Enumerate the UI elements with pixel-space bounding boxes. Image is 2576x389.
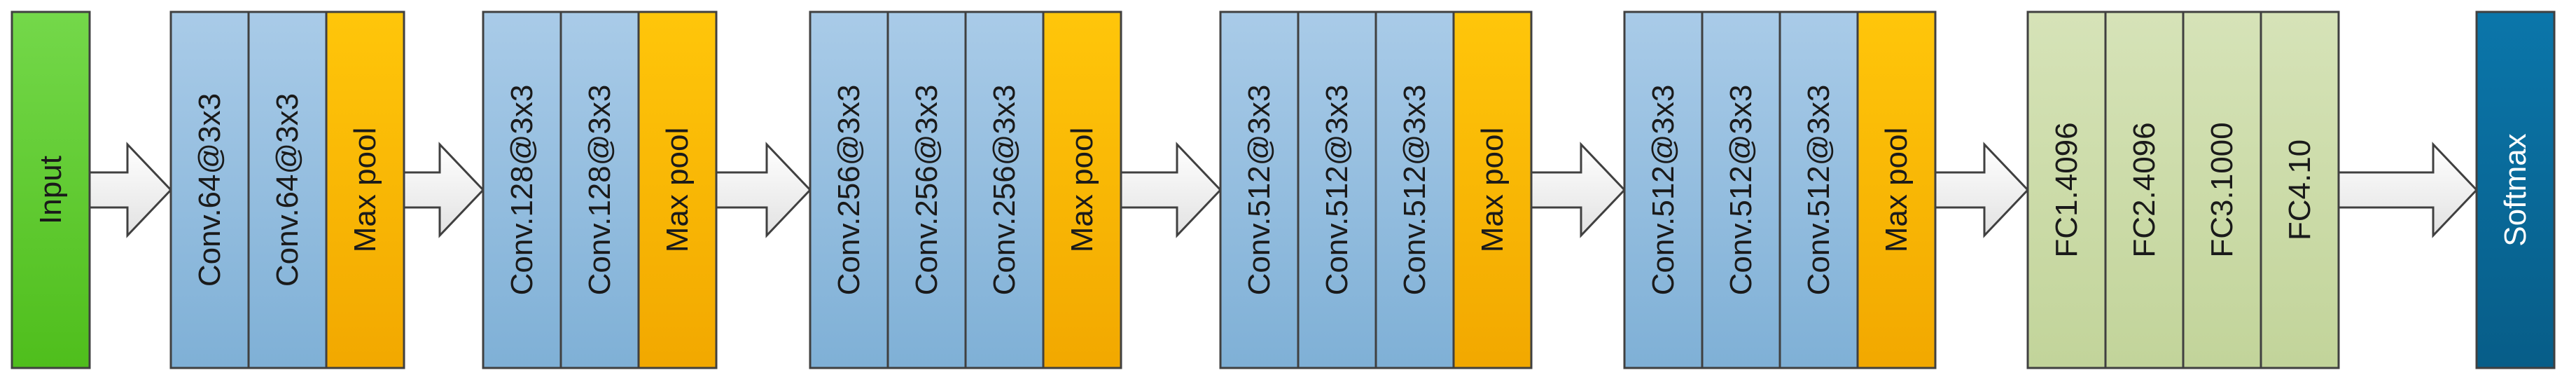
conv-layer-label: Conv.512@3x3 [1242,85,1276,296]
flow-arrow-icon [1934,142,2030,238]
conv-layer-box [247,11,328,369]
input-layer-box [11,11,91,369]
fc-layer-box [2182,11,2262,369]
flow-arrow-icon [715,142,812,238]
pool-layer-box [1856,11,1937,369]
flow-arrow-icon [403,142,485,238]
conv-layer-label: Conv.256@3x3 [832,85,866,296]
pool-layer-box [1042,11,1122,369]
fc-layer-box [2260,11,2340,369]
softmax-layer-label: Softmax [2498,133,2533,246]
pool-layer-label: Max pool [1475,128,1510,253]
flow-arrow-icon [2337,142,2479,238]
conv-layer-label: Conv.64@3x3 [270,93,305,287]
fc-layer-label: FC1.4096 [2049,122,2084,257]
conv-layer-label: Conv.256@3x3 [910,85,944,296]
conv-layer-box [1219,11,1300,369]
conv-layer-label: Conv.128@3x3 [505,85,539,296]
fc-layer-label: FC3.1000 [2205,122,2239,257]
conv-layer-box [886,11,967,369]
pool-layer-box [325,11,405,369]
conv-layer-label: Conv.512@3x3 [1398,85,1432,296]
flow-arrow-icon [88,142,173,238]
conv-layer-box [1623,11,1704,369]
pool-layer-box [637,11,718,369]
conv-block-3: Conv.256@3x3 Conv.256@3x3 Conv.256@3x3 Max … [809,11,1122,369]
conv-block-4: Conv.512@3x3 Conv.512@3x3 Conv.512@3x3 Max … [1219,11,1533,369]
conv-layer-box [964,11,1045,369]
softmax: Softmax [2475,11,2556,369]
conv-layer-label: Conv.128@3x3 [583,85,617,296]
pool-layer-label: Max pool [660,128,695,253]
pool-layer-label: Max pool [348,128,382,253]
fc-block: FC1.4096 FC2.4096 FC3.1000 FC4.10 [2026,11,2340,369]
arrows [88,142,2479,238]
conv-layer-box [169,11,250,369]
conv-layer-box [809,11,889,369]
conv-layer-label: Conv.64@3x3 [193,93,227,287]
pool-layer-box [1452,11,1533,369]
conv-layer-box [1778,11,1859,369]
conv-layer-label: Conv.512@3x3 [1802,85,1836,296]
fc-layer-box [2026,11,2107,369]
input: Input [11,11,91,369]
conv-block-1: Conv.64@3x3 Conv.64@3x3 Max pool [169,11,405,369]
conv-layer-label: Conv.256@3x3 [987,85,1022,296]
flow-arrow-icon [1530,142,1627,238]
input-layer-label: Input [34,156,68,224]
flow-arrow-icon [1120,142,1223,238]
conv-layer-label: Conv.512@3x3 [1646,85,1680,296]
conv-layer-box [1701,11,1781,369]
conv-layer-label: Conv.512@3x3 [1320,85,1354,296]
conv-block-5: Conv.512@3x3 Conv.512@3x3 Conv.512@3x3 Max … [1623,11,1937,369]
fc-layer-label: FC4.10 [2283,139,2317,240]
conv-layer-label: Conv.512@3x3 [1724,85,1758,296]
conv-block-2: Conv.128@3x3 Conv.128@3x3 Max pool [482,11,718,369]
fc-layer-label: FC2.4096 [2127,122,2161,257]
pool-layer-label: Max pool [1065,128,1099,253]
softmax-layer-box [2475,11,2556,369]
pool-layer-label: Max pool [1879,128,1914,253]
